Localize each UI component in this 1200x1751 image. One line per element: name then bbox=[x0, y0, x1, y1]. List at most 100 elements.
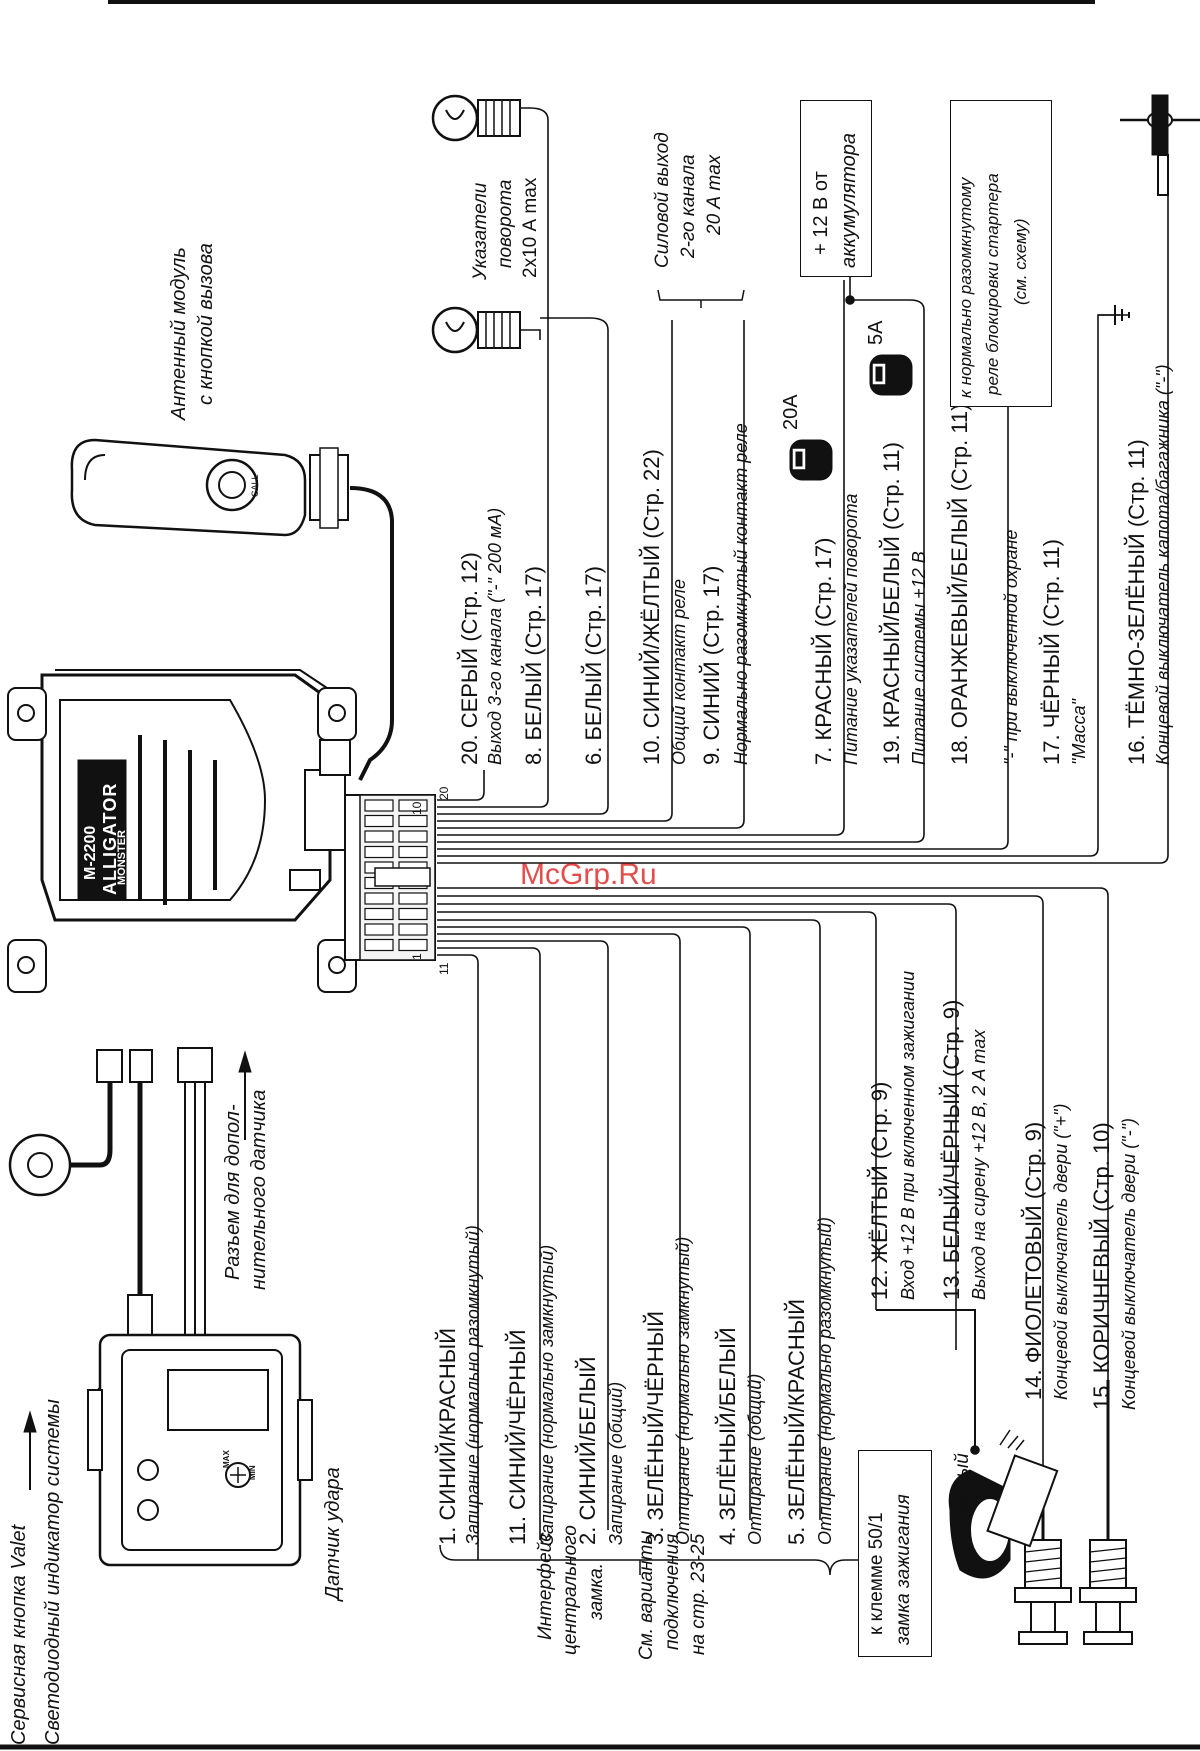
upper-wire-name: 20. СЕРЫЙ (Стр. 12) bbox=[457, 552, 482, 765]
shock-sensor-label: Датчик удара bbox=[322, 1467, 344, 1600]
lower-brace bbox=[439, 1544, 880, 1576]
bulb-lower bbox=[431, 306, 521, 354]
shock-sensor bbox=[87, 1333, 313, 1567]
ground-symbol bbox=[1114, 305, 1130, 325]
lower-wire-description: Отпирание (нормально разомкнутый) bbox=[815, 1216, 835, 1545]
upper-wire-name: 7. КРАСНЫЙ (Стр. 17) bbox=[811, 537, 836, 765]
lower-wire-description: Запирание (нормально разомкнутый) bbox=[463, 1225, 483, 1545]
sensor-socket-label-1: Разъем для допол- bbox=[222, 1104, 244, 1280]
hood-switch bbox=[1120, 94, 1200, 196]
connector-pin bbox=[398, 845, 428, 859]
main-connector bbox=[344, 794, 436, 961]
lower-wire-description: Вход +12 В при включенном зажигании bbox=[898, 970, 918, 1300]
door-switch-2 bbox=[1079, 1539, 1137, 1645]
sensor-min-mark: MIN bbox=[248, 1465, 257, 1480]
pin-number: 1 bbox=[410, 953, 424, 960]
variants-label-2: подключения bbox=[662, 1533, 683, 1650]
lower-wire-name: 12. ЖЁЛТЫЙ (Стр. 9) bbox=[867, 1081, 892, 1300]
lower-wire-name: 13. БЕЛЫЙ/ЧЁРНЫЙ (Стр. 9) bbox=[939, 999, 964, 1300]
central-lock-label-3: замка. bbox=[586, 1562, 607, 1620]
fuse-20a-label: 20А bbox=[780, 394, 802, 430]
ignition-label-2: замка зажигания bbox=[893, 1494, 914, 1645]
connector-pin bbox=[364, 814, 394, 828]
lower-wire-description: Выход на сирену +12 В, 2 А max bbox=[969, 1029, 989, 1300]
upper-wire-name: 16. ТЁМНО-ЗЕЛЁНЫЙ (Стр. 11) bbox=[1124, 439, 1149, 765]
variants-label-3: на стр. 23-25 bbox=[688, 1533, 709, 1655]
upper-wire-description: "Масса" bbox=[1069, 699, 1089, 765]
lower-wire-description: Концевой выключатель двери ("-") bbox=[1119, 1118, 1139, 1410]
lower-wire-description: Отпирание (нормально замкнутый) bbox=[673, 1236, 693, 1545]
siren-wire-label: Красный bbox=[952, 1453, 973, 1530]
connector-pin bbox=[364, 892, 394, 905]
pin-number: 11 bbox=[437, 962, 451, 975]
upper-wire-description: Концевой выключатель капота/багажника ("… bbox=[1153, 364, 1173, 765]
fuse-5a-label: 5А bbox=[865, 320, 887, 345]
power-brace bbox=[657, 289, 745, 308]
starter-relay-label-2: реле блокировки стартера bbox=[983, 173, 1002, 395]
lower-wire-name: 5. ЗЕЛЁНЫЙ/КРАСНЫЙ bbox=[784, 1298, 809, 1545]
fuse-5a bbox=[869, 354, 913, 396]
lower-wire-description: Концевой выключатель двери ("+") bbox=[1051, 1103, 1071, 1400]
lower-wire-name: 14. ФИОЛЕТОВЫЙ (Стр. 9) bbox=[1021, 1121, 1046, 1400]
central-lock-label-1: Интерфейс bbox=[535, 1532, 556, 1640]
upper-wire-name: 10. СИНИЙ/ЖЁЛТЫЙ (Стр. 22) bbox=[639, 449, 664, 765]
door-switches bbox=[1014, 1539, 1137, 1645]
pin-number: 10 bbox=[410, 801, 424, 815]
variants-label-1: См. варианты bbox=[636, 1530, 657, 1660]
control-unit bbox=[7, 669, 357, 993]
lower-wire-name: 2. СИНИЙ/БЕЛЫЙ bbox=[575, 1356, 600, 1545]
lower-wires bbox=[437, 887, 1110, 1560]
power-output-label-2: 2-го канала bbox=[678, 154, 699, 258]
upper-wire-name: 8. БЕЛЫЙ (Стр. 17) bbox=[521, 566, 546, 765]
central-lock-label-2: центрального bbox=[560, 1525, 581, 1655]
connector-pin bbox=[398, 938, 428, 952]
antenna-module bbox=[70, 438, 394, 781]
upper-wire-name: 19. КРАСНЫЙ/БЕЛЫЙ (Стр. 11) bbox=[879, 442, 904, 765]
door-switch-1 bbox=[1014, 1539, 1072, 1645]
connector-pin bbox=[398, 907, 428, 921]
lower-wire-description: Запирание (общий) bbox=[606, 1381, 626, 1545]
starter-relay-label-1: к нормально разомкнутому bbox=[956, 177, 975, 398]
ignition-label-1: к клемме 50/1 bbox=[866, 1512, 887, 1635]
antenna-label-1: Антенный модуль bbox=[168, 247, 190, 420]
turn-signal-bulbs bbox=[431, 94, 541, 354]
lower-wire-name: 11. СИНИЙ/ЧЁРНЫЙ bbox=[505, 1329, 530, 1545]
turn-signals-label-3: 2х10 А max bbox=[520, 177, 541, 278]
fuse-20a bbox=[789, 439, 833, 481]
power-output-label-3: 20 А max bbox=[704, 154, 725, 235]
connector-pin bbox=[364, 923, 394, 936]
lower-wire-name: 15. КОРИЧНЕВЫЙ (Стр. 10) bbox=[1089, 1122, 1114, 1410]
antenna-label-2: с кнопкой вызова bbox=[195, 243, 217, 405]
led-label: Светодиодный индикатор системы bbox=[42, 1399, 64, 1745]
upper-wire-description: "-" при выключенной охране bbox=[1001, 529, 1021, 765]
battery-label-1: + 12 В от bbox=[810, 171, 832, 255]
battery-box bbox=[800, 100, 872, 277]
ignition-box bbox=[858, 1450, 932, 1657]
brand-sub: MONSTER bbox=[116, 830, 128, 885]
upper-wire-name: 17. ЧЁРНЫЙ (Стр. 11) bbox=[1039, 539, 1064, 765]
power-output-label-1: Силовой выход bbox=[652, 132, 673, 268]
turn-signals-label-2: поворота bbox=[495, 179, 516, 268]
upper-wire-name: 18. ОРАНЖЕВЫЙ/БЕЛЫЙ (Стр. 11) bbox=[947, 403, 972, 766]
watermark: McGrp.Ru bbox=[520, 858, 657, 891]
connector-pin bbox=[364, 907, 394, 921]
upper-wire-description: Нормально разомкнутый контакт реле bbox=[731, 423, 751, 765]
brand-model: M-2200 bbox=[82, 825, 99, 880]
lower-wire-name: 3. ЗЕЛЁНЫЙ/ЧЁРНЫЙ bbox=[643, 1310, 668, 1545]
connector-pin bbox=[364, 799, 394, 812]
call-button-label: CALL bbox=[250, 474, 260, 497]
bulb-upper bbox=[431, 94, 521, 142]
lower-wire-description: Отпирание (общий) bbox=[745, 1373, 765, 1545]
connector-pin bbox=[364, 845, 394, 859]
lower-wire-name: 4. ЗЕЛЁНЫЙ/БЕЛЫЙ bbox=[715, 1327, 740, 1545]
starter-relay-box bbox=[950, 100, 1052, 407]
battery-label-2: аккумулятора bbox=[838, 132, 860, 268]
sensor-max-mark: MAX bbox=[222, 1450, 231, 1468]
upper-wire-description: Общий контакт реле bbox=[669, 579, 689, 765]
upper-wire-name: 9. СИНИЙ (Стр. 17) bbox=[699, 565, 724, 765]
siren bbox=[948, 1429, 1059, 1579]
fuses bbox=[789, 354, 913, 481]
connector-pin bbox=[398, 830, 428, 843]
